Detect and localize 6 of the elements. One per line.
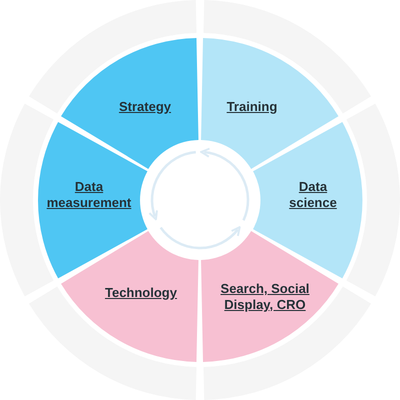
segment-label: Search, Social Display, CRO (220, 280, 310, 313)
segment-label: Strategy (118, 98, 172, 115)
segment-label: Technology (104, 284, 178, 301)
segment-label: Data measurement (46, 178, 132, 211)
segment-label: Data science (288, 178, 338, 211)
segment-label: Training (226, 98, 278, 115)
